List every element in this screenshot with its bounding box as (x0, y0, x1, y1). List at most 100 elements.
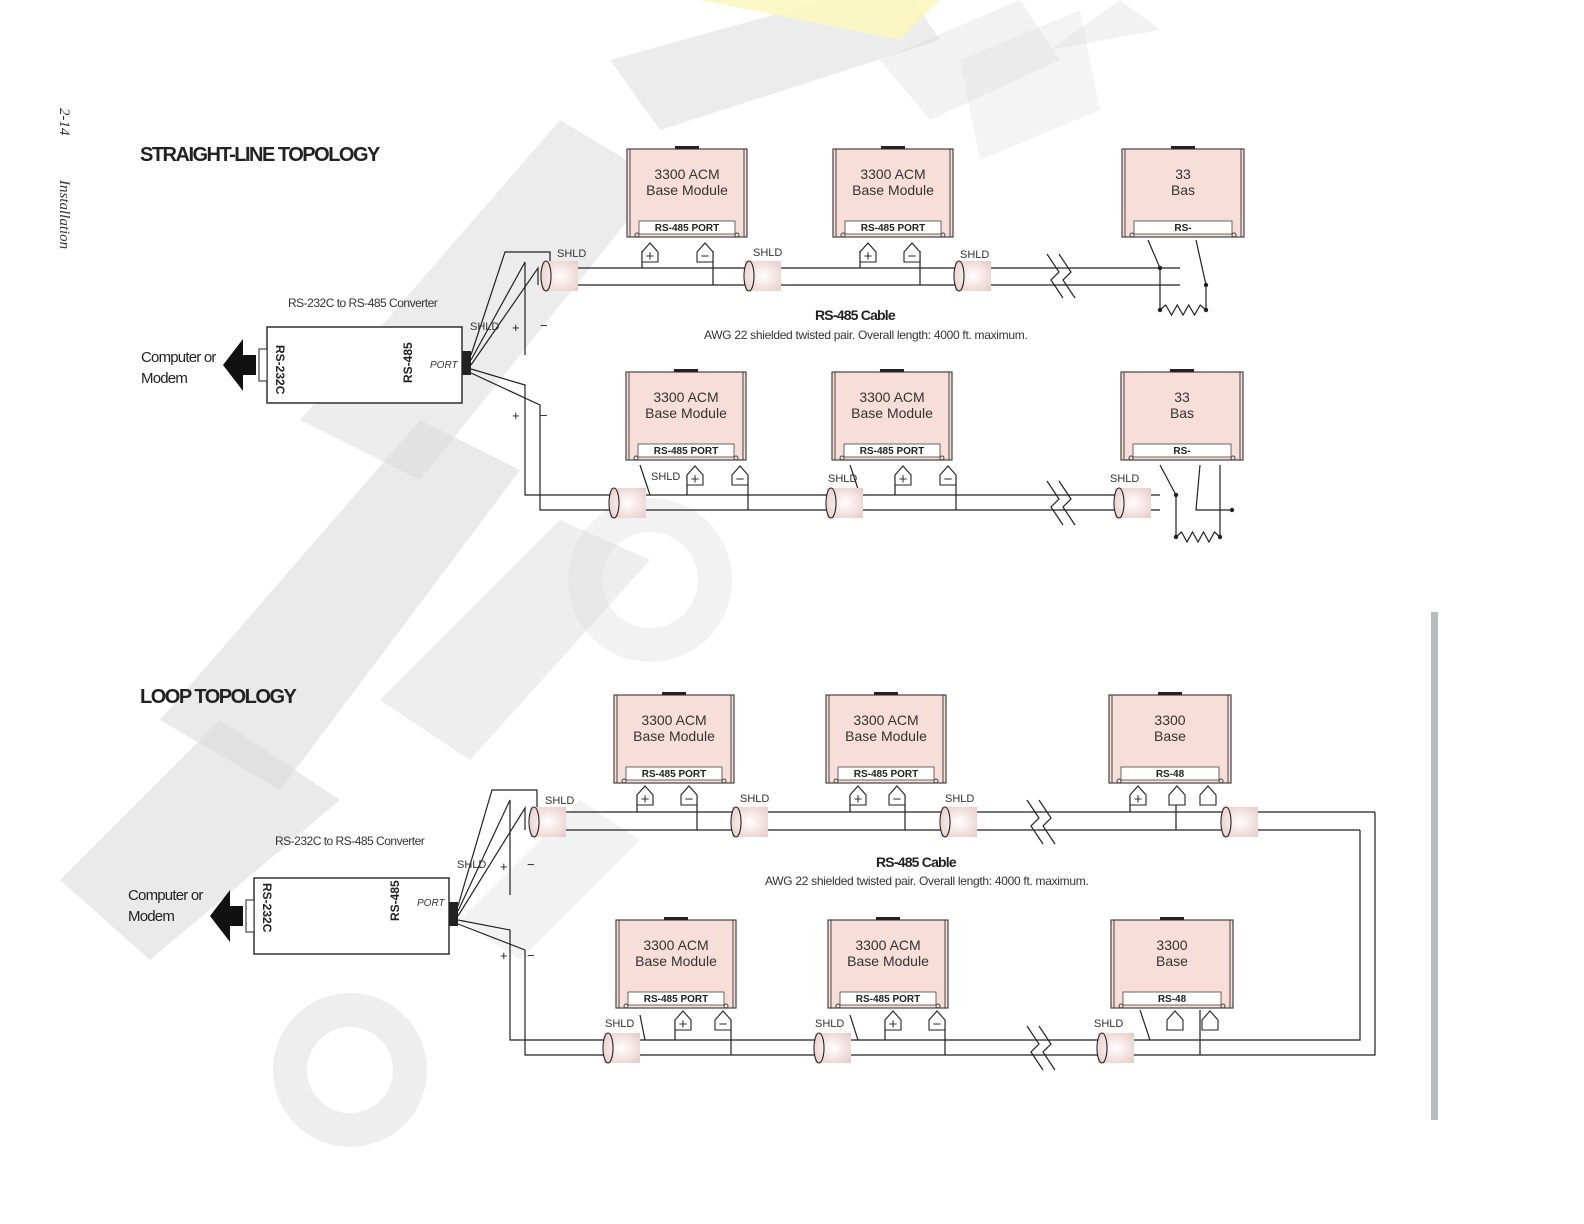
shld-label: SHLD (960, 249, 989, 261)
cable-run (600, 494, 1160, 511)
loop-converter-label: RS-232C to RS-485 Converter (275, 834, 425, 848)
screw (1118, 1003, 1124, 1009)
terminal (894, 465, 912, 486)
shield-end (730, 806, 742, 838)
shield-end (939, 806, 951, 838)
module-name-line1: 33 (1175, 166, 1191, 182)
junction-dot (1203, 307, 1209, 313)
screw (721, 778, 727, 784)
converter-loop (210, 877, 458, 955)
port-label: RS-485 PORT (644, 994, 708, 1005)
shld-label: SHLD (545, 795, 574, 807)
module-name-line1: 3300 ACM (860, 166, 925, 182)
shld-label: SHLD (457, 859, 486, 871)
cable-shield (745, 261, 781, 291)
wire (639, 1014, 859, 1041)
cable-shield (827, 488, 863, 518)
junction-dot (1173, 534, 1179, 540)
plus-sign: + (679, 1016, 688, 1033)
cable-break (1058, 480, 1076, 526)
shield-end (602, 1032, 614, 1064)
cable-shield (815, 1033, 851, 1063)
shield-end (953, 260, 965, 292)
plus-sign: + (646, 248, 655, 265)
loop-rs485-label: RS-485 (388, 880, 402, 921)
minus-sign: − (685, 791, 694, 808)
screw (1129, 232, 1135, 238)
screw (1231, 232, 1237, 238)
screw (1230, 455, 1236, 461)
module-name-line2: Base Module (633, 728, 715, 744)
module-name-line1: 33 (1174, 389, 1190, 405)
db-connector (245, 899, 255, 933)
straight-port-label: PORT (430, 360, 458, 371)
cable-run (550, 267, 1180, 286)
shld-label: SHLD (753, 247, 782, 259)
wire (457, 805, 526, 917)
terminal (714, 1010, 732, 1031)
loop-cable-title: RS-485 Cable (876, 854, 957, 870)
module-clip (664, 917, 688, 920)
shield-end (608, 487, 620, 519)
wire (1139, 1009, 1201, 1055)
straight-title: STRAIGHT-LINE TOPOLOGY (140, 144, 381, 166)
shld-label: SHLD (470, 321, 499, 333)
screw (835, 1003, 841, 1009)
shld-label: SHLD (557, 248, 586, 260)
arrow-icon (223, 339, 256, 391)
shield-end (1096, 1032, 1108, 1064)
port-label: RS-48 (1156, 769, 1185, 780)
wire (470, 368, 600, 496)
module-name-line1: 3300 ACM (653, 389, 718, 405)
port-box (638, 220, 736, 235)
cable-shield (1222, 807, 1258, 837)
junction-dot (1157, 307, 1163, 313)
cable-run (610, 1039, 1150, 1056)
cable-break (1058, 253, 1076, 299)
cable-break (1026, 799, 1044, 845)
cable-shield (732, 807, 768, 837)
terminal (686, 465, 704, 486)
module-name-line1: 3300 ACM (859, 389, 924, 405)
minus-sign: − (908, 248, 917, 265)
shield-end (743, 260, 755, 292)
converter-box (253, 877, 450, 955)
screw (940, 232, 946, 238)
screw (723, 1003, 729, 1009)
plus-sign: + (899, 471, 908, 488)
port-label: RS-485 PORT (654, 446, 718, 457)
watermark (60, 0, 1160, 1147)
module-clip (674, 369, 698, 372)
loop-computer-line1: Computer or (128, 887, 203, 904)
plus-sign: + (641, 791, 650, 808)
straight-rs485-label: RS-485 (401, 342, 415, 383)
terminal (1168, 785, 1186, 806)
screw (935, 1003, 941, 1009)
cable-break (1038, 1025, 1056, 1071)
module-name-line2: Base (1154, 728, 1186, 744)
loop-rs232-label: RS-232C (260, 883, 274, 933)
plus-sign: + (500, 948, 508, 963)
port-box (625, 766, 723, 781)
side-bar (1431, 612, 1438, 1120)
module-name-line1: 3300 (1156, 937, 1187, 953)
module-clip (1170, 369, 1194, 372)
terminal (641, 242, 659, 263)
port-label: RS- (1173, 446, 1190, 457)
shld-label: SHLD (945, 793, 974, 805)
cable-shield (542, 261, 578, 291)
screw (621, 778, 627, 784)
wire (1147, 239, 1207, 310)
module-name-line1: 3300 ACM (855, 937, 920, 953)
module-name-line1: 3300 ACM (654, 166, 719, 182)
terminal (884, 1010, 902, 1031)
loop-computer-line2: Modem (128, 908, 174, 925)
module-clip (1158, 692, 1182, 695)
screw (634, 232, 640, 238)
